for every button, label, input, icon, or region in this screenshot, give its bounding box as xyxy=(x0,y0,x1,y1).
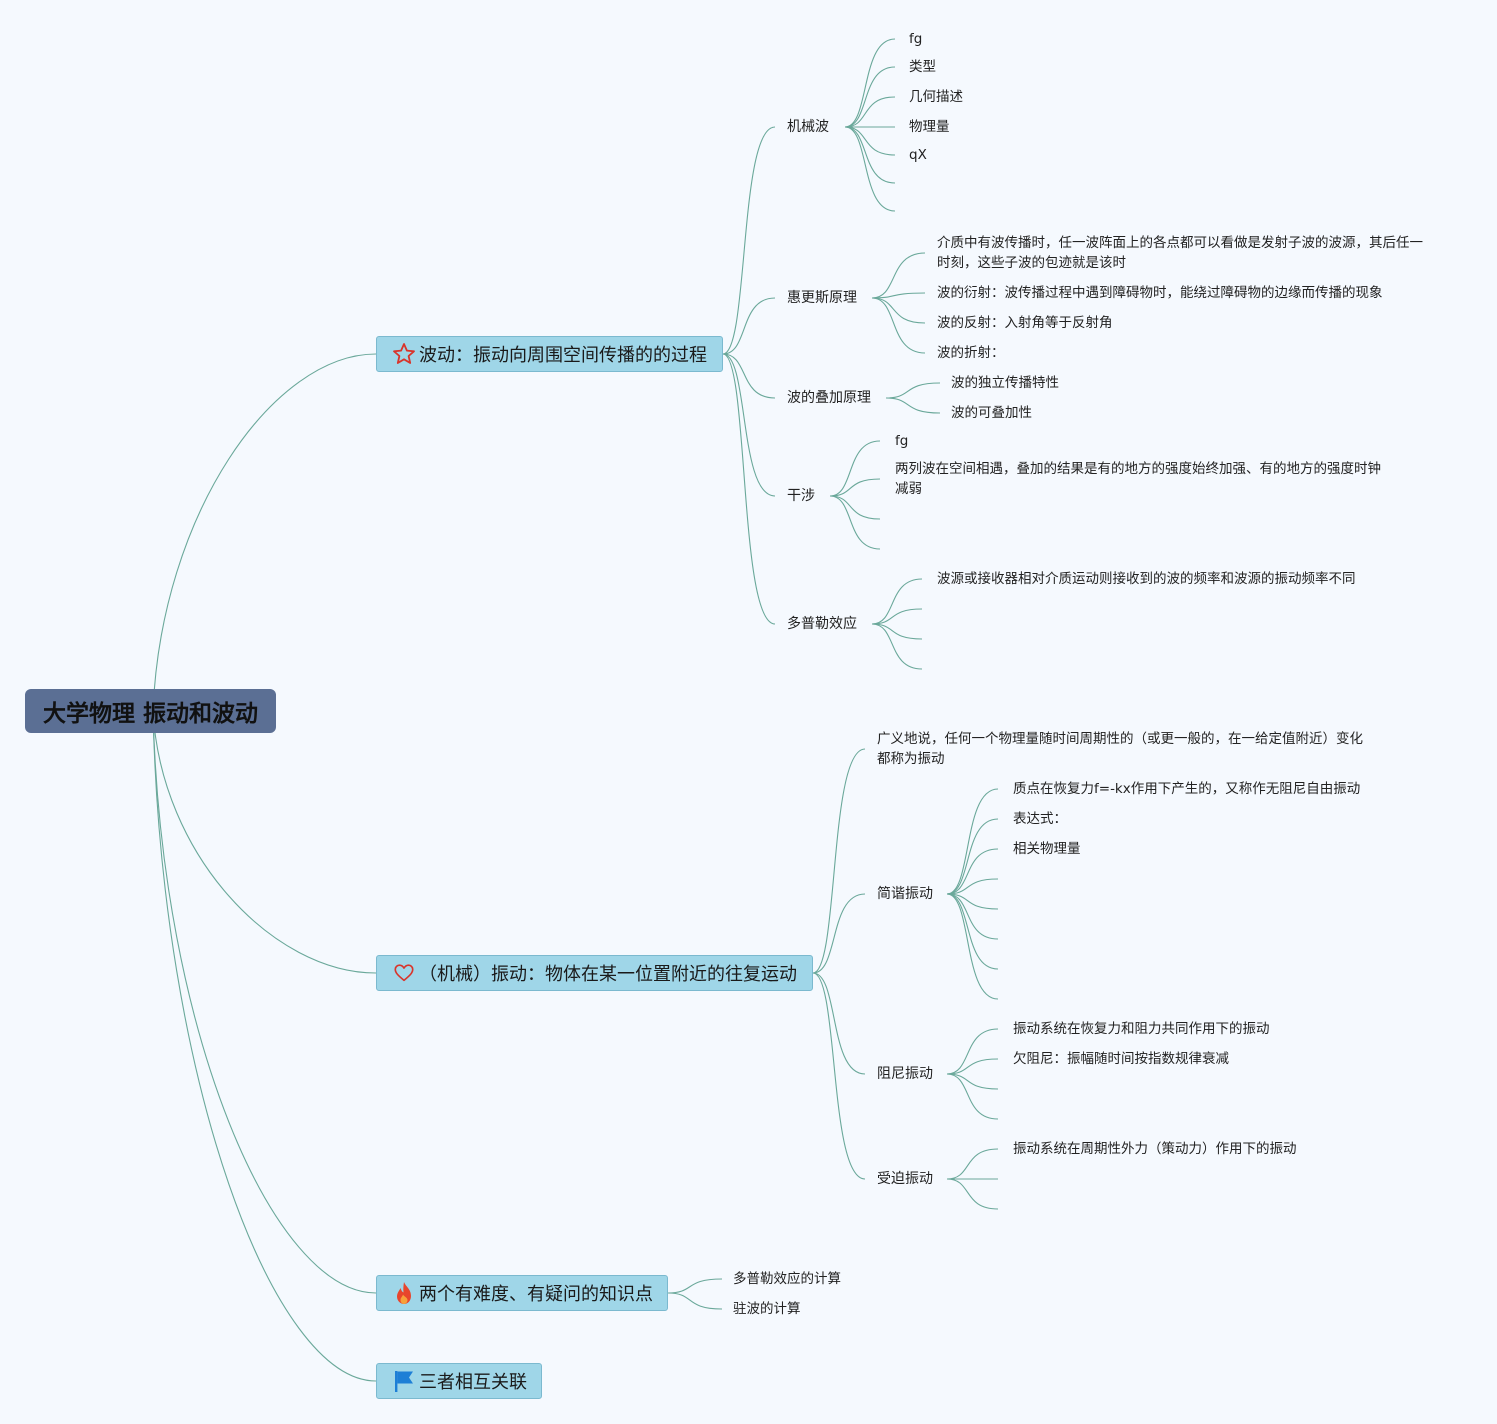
leaf-hard-0[interactable]: 多普勒效应的计算 xyxy=(733,1271,841,1287)
connector-hard-1 xyxy=(667,1292,723,1310)
connector-huygens-1 xyxy=(871,292,926,299)
connector-huygens-3 xyxy=(871,297,926,354)
flag-icon xyxy=(391,1368,417,1394)
connector-root-2 xyxy=(152,710,377,1294)
connector-interf-0 xyxy=(829,440,881,497)
connector-doppler-3 xyxy=(871,623,923,670)
connector-shm-1 xyxy=(946,818,999,895)
connector-interf-3 xyxy=(829,495,881,550)
subtopic-vibration-definition[interactable]: 广义地说，任何一个物理量随时间周期性的（或更一般的，在一给定值附近）变化都称为振… xyxy=(877,731,1363,767)
leaf-interf-1[interactable]: 两列波在空间相遇，叠加的结果是有的地方的强度始终加强、有的地方的强度时钟减弱 xyxy=(895,461,1381,497)
topic-hard-label: 两个有难度、有疑问的知识点 xyxy=(419,1284,653,1305)
connector-vib-2 xyxy=(812,972,866,1075)
leaf-doppler-0[interactable]: 波源或接收器相对介质运动则接收到的波的频率和波源的振动频率不同 xyxy=(937,571,1356,587)
fire-icon xyxy=(391,1280,417,1306)
topic-wave[interactable]: 波动：振动向周围空间传播的的过程 xyxy=(376,336,723,372)
connector-interf-1 xyxy=(829,478,881,497)
connector-mech-1 xyxy=(844,66,896,128)
leaf-superpos-0[interactable]: 波的独立传播特性 xyxy=(951,375,1059,391)
connector-superpos-1 xyxy=(885,397,941,414)
connector-mech-4 xyxy=(844,126,896,156)
connector-vib-0 xyxy=(812,748,866,974)
subtopic-doppler[interactable]: 多普勒效应 xyxy=(787,616,857,632)
connector-root-3 xyxy=(152,710,377,1382)
connector-wave-4 xyxy=(722,353,776,625)
connector-shm-5 xyxy=(946,893,999,940)
subtopic-forced[interactable]: 受迫振动 xyxy=(877,1171,933,1187)
connector-doppler-0 xyxy=(871,578,923,625)
leaf-mech-0[interactable]: fg xyxy=(909,31,923,47)
leaf-mech-1[interactable]: 类型 xyxy=(909,59,936,75)
connector-root-0 xyxy=(152,353,377,712)
connector-huygens-2 xyxy=(871,297,926,324)
subtopic-interference[interactable]: 干涉 xyxy=(787,488,815,504)
connector-vib-1 xyxy=(812,893,866,974)
subtopic-huygens[interactable]: 惠更斯原理 xyxy=(787,290,857,306)
connector-hard-0 xyxy=(667,1278,723,1294)
connector-vib-3 xyxy=(812,972,866,1180)
leaf-huygens-2[interactable]: 波的反射：入射角等于反射角 xyxy=(937,315,1113,331)
connector-damped-3 xyxy=(946,1073,999,1120)
connector-damped-2 xyxy=(946,1073,999,1090)
connector-doppler-1 xyxy=(871,608,923,625)
topic-wave-label: 波动：振动向周围空间传播的的过程 xyxy=(419,345,707,366)
connector-wave-0 xyxy=(722,126,776,355)
leaf-forced-0[interactable]: 振动系统在周期性外力（策动力）作用下的振动 xyxy=(1013,1141,1297,1157)
connector-shm-2 xyxy=(946,848,999,895)
leaf-mech-3[interactable]: 物理量 xyxy=(909,119,950,135)
leaf-interf-0[interactable]: fg xyxy=(895,433,909,449)
connector-forced-2 xyxy=(946,1178,999,1210)
connector-wave-2 xyxy=(722,353,776,399)
root-topic[interactable]: 大学物理 振动和波动 xyxy=(25,689,276,733)
leaf-mech-2[interactable]: 几何描述 xyxy=(909,89,963,105)
topic-vibration[interactable]: （机械）振动：物体在某一位置附近的往复运动 xyxy=(376,955,813,991)
connector-mech-5 xyxy=(844,126,896,184)
topic-link[interactable]: 三者相互关联 xyxy=(376,1363,542,1399)
leaf-hard-1[interactable]: 驻波的计算 xyxy=(733,1301,801,1317)
connector-shm-0 xyxy=(946,788,999,895)
leaf-huygens-1[interactable]: 波的衍射：波传播过程中遇到障碍物时，能绕过障碍物的边缘而传播的现象 xyxy=(937,285,1383,301)
connector-shm-7 xyxy=(946,893,999,1000)
connector-forced-0 xyxy=(946,1148,999,1180)
connector-superpos-0 xyxy=(885,382,941,399)
leaf-shm-1[interactable]: 表达式： xyxy=(1013,811,1067,827)
connector-mech-0 xyxy=(844,38,896,128)
leaf-shm-2[interactable]: 相关物理量 xyxy=(1013,841,1081,857)
connector-wave-1 xyxy=(722,297,776,355)
leaf-shm-0[interactable]: 质点在恢复力f=-kx作用下产生的，又称作无阻尼自由振动 xyxy=(1013,781,1361,797)
heart-icon xyxy=(391,960,417,986)
connector-interf-2 xyxy=(829,495,881,520)
topic-vibration-label: （机械）振动：物体在某一位置附近的往复运动 xyxy=(419,964,797,985)
subtopic-mechanical-wave[interactable]: 机械波 xyxy=(787,119,829,135)
leaf-damped-1[interactable]: 欠阻尼：振幅随时间按指数规律衰减 xyxy=(1013,1051,1229,1067)
star-icon xyxy=(391,341,417,367)
topic-hard-points[interactable]: 两个有难度、有疑问的知识点 xyxy=(376,1275,668,1311)
connector-mech-2 xyxy=(844,96,896,128)
subtopic-superposition[interactable]: 波的叠加原理 xyxy=(787,390,871,406)
connector-damped-0 xyxy=(946,1028,999,1075)
connector-shm-6 xyxy=(946,893,999,970)
root-title: 大学物理 振动和波动 xyxy=(42,701,258,727)
leaf-huygens-3[interactable]: 波的折射： xyxy=(937,345,1005,361)
connector-damped-1 xyxy=(946,1058,999,1075)
connector-shm-3 xyxy=(946,878,999,895)
subtopic-damped[interactable]: 阻尼振动 xyxy=(877,1066,933,1082)
connector-root-1 xyxy=(152,710,377,974)
leaf-mech-4[interactable]: qX xyxy=(909,147,927,163)
connector-wave-3 xyxy=(722,353,776,497)
subtopic-shm[interactable]: 简谐振动 xyxy=(877,886,933,902)
connector-mech-6 xyxy=(844,126,896,212)
connector-shm-4 xyxy=(946,893,999,910)
leaf-huygens-0[interactable]: 介质中有波传播时，任一波阵面上的各点都可以看做是发射子波的波源，其后任一时刻，这… xyxy=(937,235,1423,271)
leaf-superpos-1[interactable]: 波的可叠加性 xyxy=(951,405,1032,421)
connector-huygens-0 xyxy=(871,252,926,299)
topic-link-label: 三者相互关联 xyxy=(419,1372,527,1393)
connector-doppler-2 xyxy=(871,623,923,640)
leaf-damped-0[interactable]: 振动系统在恢复力和阻力共同作用下的振动 xyxy=(1013,1021,1270,1037)
